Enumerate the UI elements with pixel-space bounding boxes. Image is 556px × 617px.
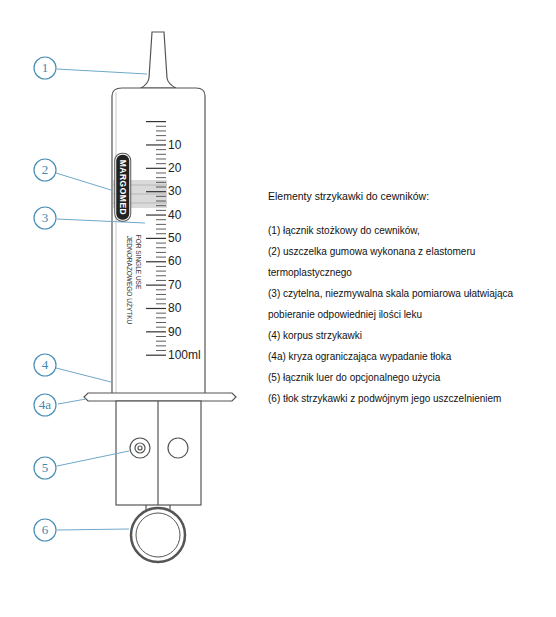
- callout-number: 1: [42, 61, 49, 75]
- plunger: [116, 401, 201, 562]
- scale-number: 10: [168, 138, 181, 152]
- parts-list: Elementy strzykawki do cewników: (1) łącz…: [268, 186, 548, 409]
- callout-number: 2: [42, 163, 49, 177]
- callout-circle: 4a: [33, 393, 57, 417]
- part-description: (3) czytelna, niezmywalna skala pomiarow…: [268, 283, 548, 325]
- label-holder: 60: [168, 254, 181, 268]
- label-holder: 40: [168, 208, 181, 222]
- callout-number: 4a: [39, 398, 51, 412]
- scale-number: 90: [168, 325, 181, 339]
- label-holder: 30: [168, 184, 181, 198]
- scale-number: 40: [168, 208, 181, 222]
- print-text: FOR SINGLE USE: [134, 235, 142, 290]
- label-holder: 10: [168, 138, 181, 152]
- label-holder: MARGOMED: [116, 154, 129, 219]
- scale-number: 80: [168, 301, 181, 315]
- scale-number: 20: [168, 161, 181, 175]
- callout-circle: 4: [33, 353, 57, 377]
- callout-number: 6: [42, 523, 49, 537]
- scale-number: 30: [168, 184, 181, 198]
- scale-number: 50: [168, 231, 181, 245]
- callout-number: 4: [42, 358, 49, 372]
- part-description: (6) tłok strzykawki z podwójnym jego usz…: [268, 388, 548, 409]
- label-holder: 80: [168, 301, 181, 315]
- label-holder: 20: [168, 161, 181, 175]
- list-heading: Elementy strzykawki do cewników:: [268, 186, 548, 206]
- callout-number: 5: [42, 461, 49, 475]
- brand-label: MARGOMED: [116, 154, 129, 219]
- syringe-barrel: [112, 88, 205, 395]
- callout-circle: 2: [33, 158, 57, 182]
- part-description: (1) łącznik stożkowy do cewników,: [268, 220, 548, 241]
- barrel-flange: [84, 393, 236, 401]
- part-description: (4a) kryza ograniczająca wypadanie tłoka: [268, 346, 548, 367]
- label-holder: 90: [168, 325, 181, 339]
- label-holder: FOR SINGLE USE: [134, 235, 142, 290]
- scale-number: 60: [168, 254, 181, 268]
- scale-number: 100ml: [168, 348, 201, 362]
- print-text: JEDNORAZOWEGO UŻYTKU: [125, 236, 133, 324]
- label-holder: 100ml: [168, 348, 201, 362]
- callout-circle: 1: [33, 56, 57, 80]
- callout-circle: 6: [33, 518, 57, 542]
- scale-number: 70: [168, 278, 181, 292]
- catheter-tip: [141, 32, 176, 88]
- label-holder: 70: [168, 278, 181, 292]
- label-holder: 50: [168, 231, 181, 245]
- callout-number: 3: [42, 211, 49, 225]
- callout-circle: 5: [33, 456, 57, 480]
- part-description: (2) uszczelka gumowa wykonana z elastome…: [268, 241, 548, 283]
- label-holder: JEDNORAZOWEGO UŻYTKU: [125, 236, 133, 324]
- measure-scale: [146, 122, 166, 356]
- callout-circle: 3: [33, 206, 57, 230]
- part-description: (5) łącznik luer do opcjonalnego użycia: [268, 367, 548, 388]
- part-description: (4) korpus strzykawki: [268, 325, 548, 346]
- leader-lines: [56, 69, 147, 530]
